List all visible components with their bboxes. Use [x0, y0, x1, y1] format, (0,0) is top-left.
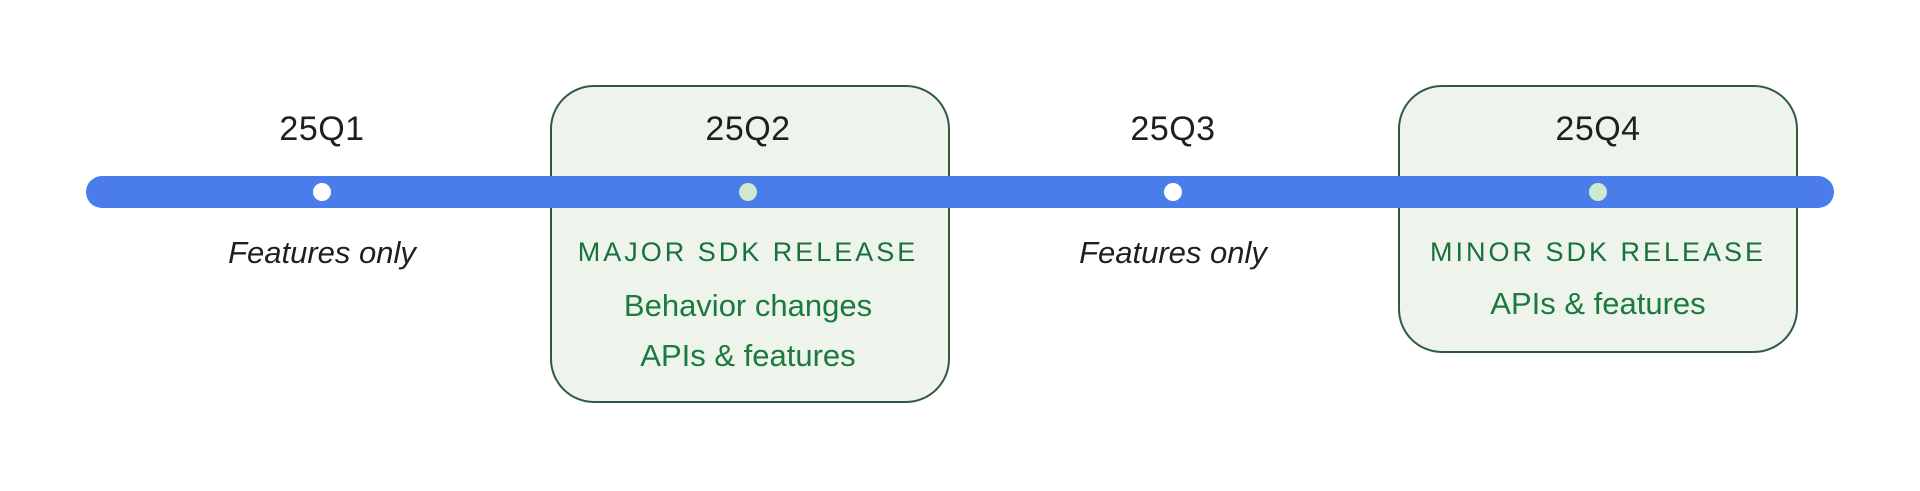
- release-box-25q4: [1398, 85, 1798, 353]
- quarter-25q2: 25Q2 MAJOR SDK RELEASE Behavior changes …: [535, 0, 961, 491]
- milestone-dot-25q4: [1589, 183, 1607, 201]
- quarter-25q1: 25Q1 Features only: [109, 0, 535, 491]
- release-item: APIs & features: [640, 338, 856, 373]
- release-item: Behavior changes: [623, 288, 873, 323]
- quarter-label: 25Q2: [705, 110, 791, 148]
- quarter-label: 25Q4: [1555, 110, 1641, 148]
- release-item: APIs & features: [1490, 286, 1706, 321]
- quarter-25q4: 25Q4 MINOR SDK RELEASE APIs & features: [1385, 0, 1811, 491]
- release-heading: MINOR SDK RELEASE: [1429, 237, 1767, 267]
- release-box-25q2: [550, 85, 950, 403]
- quarter-25q3: 25Q3 Features only: [960, 0, 1386, 491]
- timeline-bar: [86, 176, 1834, 208]
- release-heading: MAJOR SDK RELEASE: [577, 237, 919, 267]
- milestone-dot-25q1: [313, 183, 331, 201]
- quarter-note: Features only: [1079, 235, 1267, 270]
- quarter-note: Features only: [228, 235, 416, 270]
- milestone-dot-25q3: [1164, 183, 1182, 201]
- milestone-dot-25q2: [739, 183, 757, 201]
- quarter-label: 25Q1: [279, 110, 365, 148]
- quarter-label: 25Q3: [1130, 110, 1216, 148]
